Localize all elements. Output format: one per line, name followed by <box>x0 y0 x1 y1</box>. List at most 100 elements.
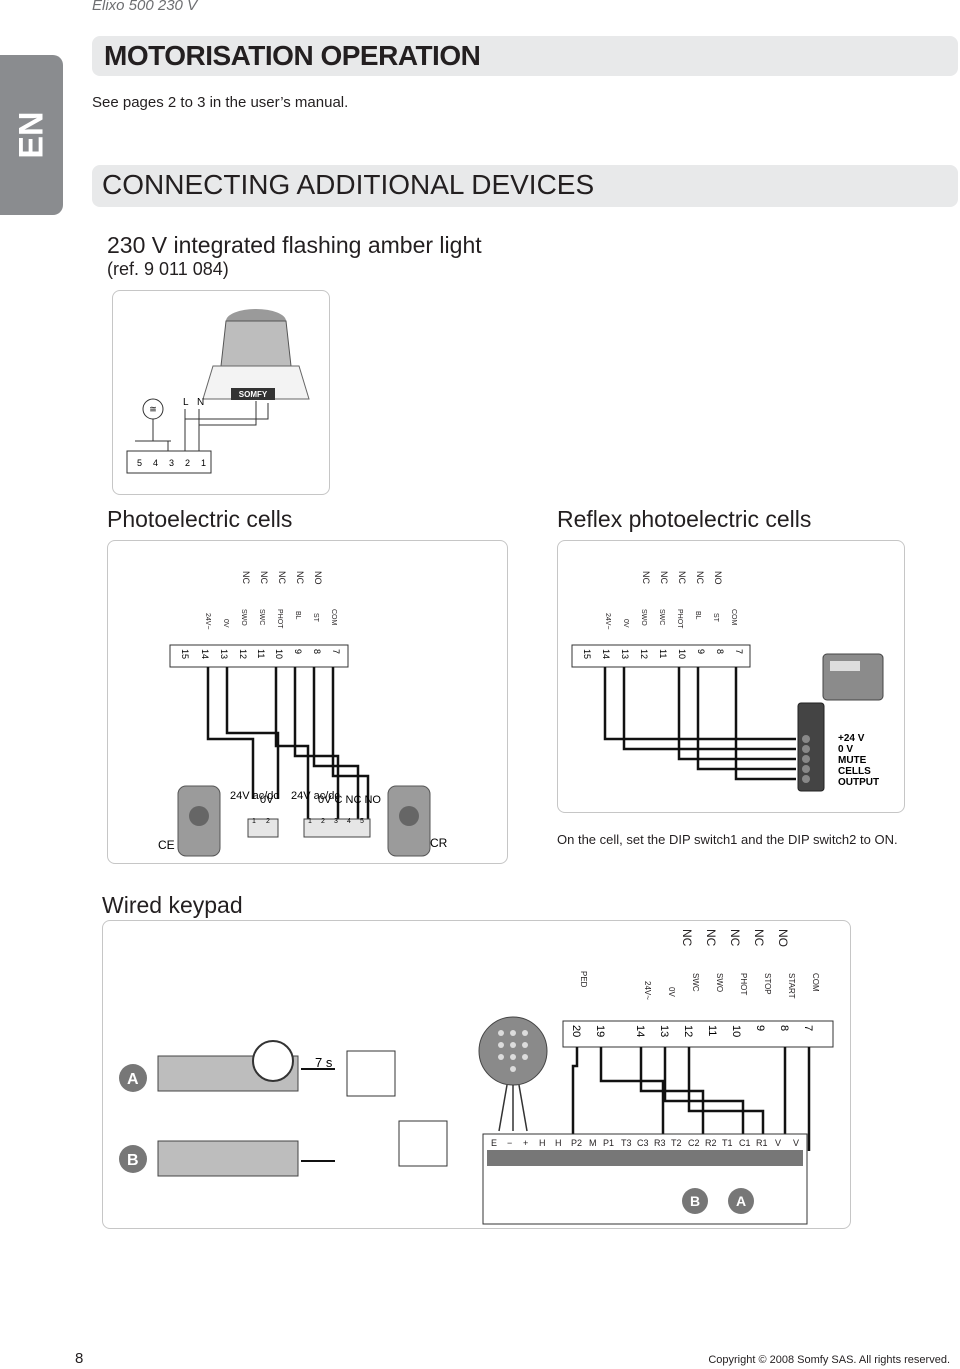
svg-text:2: 2 <box>185 458 190 468</box>
svg-text:COM: COM <box>730 609 737 626</box>
svg-text:SWC: SWC <box>691 973 700 992</box>
svg-text:A: A <box>127 1071 139 1088</box>
svg-text:PHOT: PHOT <box>276 609 283 629</box>
svg-text:9: 9 <box>696 649 706 654</box>
svg-text:11: 11 <box>658 649 668 658</box>
svg-text:3: 3 <box>334 818 338 825</box>
svg-text:NC: NC <box>728 929 742 947</box>
svg-text:M: M <box>589 1138 597 1148</box>
svg-text:V: V <box>793 1138 799 1148</box>
svg-text:14: 14 <box>601 649 611 659</box>
svg-text:7: 7 <box>734 649 744 654</box>
svg-text:R3: R3 <box>654 1138 666 1148</box>
svg-text:COM: COM <box>811 973 820 992</box>
svg-text:NC: NC <box>277 571 287 584</box>
svg-text:13: 13 <box>658 1025 670 1037</box>
svg-text:8: 8 <box>715 649 725 654</box>
svg-text:BL: BL <box>694 611 701 620</box>
svg-text:+: + <box>523 1138 528 1148</box>
svg-text:1: 1 <box>252 818 256 825</box>
svg-text:0V: 0V <box>667 987 676 997</box>
language-tab: EN <box>0 55 63 215</box>
svg-text:NC: NC <box>695 571 705 584</box>
svg-text:C1: C1 <box>739 1138 751 1148</box>
svg-text:24V~: 24V~ <box>604 613 611 630</box>
svg-text:SWO: SWO <box>640 609 647 626</box>
svg-text:24V~: 24V~ <box>643 981 652 1000</box>
svg-text:19: 19 <box>594 1025 606 1037</box>
keypad-diagram: NC NC NC NC NO PED 24V~ 0V SWC SWO PHOT … <box>102 920 851 1229</box>
svg-text:13: 13 <box>620 649 630 659</box>
svg-text:12: 12 <box>238 649 248 659</box>
intro-text: See pages 2 to 3 in the user’s manual. <box>92 94 349 111</box>
svg-text:MUTE: MUTE <box>838 755 867 766</box>
svg-text:0V C NC NO: 0V C NC NO <box>318 794 381 806</box>
svg-text:NC: NC <box>241 571 251 584</box>
svg-text:14: 14 <box>200 649 210 659</box>
keypad-title: Wired keypad <box>102 892 243 918</box>
svg-text:C2: C2 <box>688 1138 700 1148</box>
svg-text:7: 7 <box>802 1025 814 1031</box>
svg-text:ST: ST <box>312 613 319 623</box>
svg-text:15: 15 <box>582 649 592 659</box>
svg-text:NC: NC <box>659 571 669 584</box>
svg-text:8: 8 <box>312 649 322 654</box>
svg-text:0V: 0V <box>260 794 274 806</box>
svg-text:NC: NC <box>704 929 718 947</box>
svg-text:8: 8 <box>778 1025 790 1031</box>
svg-text:H: H <box>555 1138 562 1148</box>
svg-text:T2: T2 <box>671 1138 682 1148</box>
svg-text:BL: BL <box>294 611 301 620</box>
svg-text:24V~: 24V~ <box>204 613 211 630</box>
svg-text:T3: T3 <box>621 1138 632 1148</box>
svg-text:−: − <box>507 1138 512 1148</box>
svg-text:NO: NO <box>713 571 723 585</box>
svg-text:0 V: 0 V <box>838 744 853 755</box>
page-number: 8 <box>75 1350 84 1367</box>
svg-text:PED: PED <box>579 971 588 988</box>
cells-title: Photoelectric cells <box>107 506 293 532</box>
svg-text:PHOT: PHOT <box>676 609 683 629</box>
svg-text:15: 15 <box>180 649 190 659</box>
svg-text:SWO: SWO <box>240 609 247 626</box>
svg-text:PHOT: PHOT <box>739 973 748 995</box>
svg-text:1: 1 <box>308 818 312 825</box>
light-title: 230 V integrated flashing amber light <box>107 232 482 258</box>
svg-text:NC: NC <box>295 571 305 584</box>
svg-text:N: N <box>197 397 204 408</box>
svg-text:NC: NC <box>641 571 651 584</box>
svg-text:11: 11 <box>706 1025 718 1036</box>
svg-text:9: 9 <box>293 649 303 654</box>
svg-text:B: B <box>127 1152 139 1169</box>
svg-text:V: V <box>775 1138 781 1148</box>
svg-text:7 s: 7 s <box>315 1055 333 1070</box>
svg-text:R1: R1 <box>756 1138 768 1148</box>
svg-text:13: 13 <box>219 649 229 659</box>
svg-text:SWC: SWC <box>258 609 265 625</box>
svg-text:5: 5 <box>360 818 364 825</box>
svg-text:24V ac/dc: 24V ac/dc <box>291 790 340 802</box>
svg-text:≅: ≅ <box>149 404 157 414</box>
svg-text:SOMFY: SOMFY <box>239 390 268 399</box>
svg-text:P1: P1 <box>603 1138 614 1148</box>
section-title: MOTORISATION OPERATION <box>104 40 481 71</box>
reflex-note: On the cell, set the DIP switch1 and the… <box>557 832 898 847</box>
svg-text:10: 10 <box>274 649 284 659</box>
header-product: Elixo 500 230 V <box>92 0 198 14</box>
svg-text:NC: NC <box>259 571 269 584</box>
svg-text:COM: COM <box>330 609 337 626</box>
svg-text:H: H <box>539 1138 546 1148</box>
reflex-title: Reflex photoelectric cells <box>557 506 812 532</box>
svg-text:L: L <box>183 397 189 408</box>
svg-text:24V ac/dc: 24V ac/dc <box>230 790 279 802</box>
svg-text:NC: NC <box>752 929 766 947</box>
svg-text:3: 3 <box>169 458 174 468</box>
svg-text:STOP: STOP <box>763 973 772 995</box>
svg-text:CELLS: CELLS <box>838 766 871 777</box>
copyright: Copyright © 2008 Somfy SAS. All rights r… <box>708 1354 950 1366</box>
svg-text:4: 4 <box>347 818 351 825</box>
reflex-diagram: NC NC NC NC NO 24V~ 0V SWO SWC PHOT BL S… <box>557 540 905 813</box>
svg-text:4: 4 <box>153 458 158 468</box>
cells-diagram: NC NC NC NC NO 24V~ 0V SWO SWC PHOT BL S… <box>107 540 508 864</box>
svg-text:R2: R2 <box>705 1138 717 1148</box>
